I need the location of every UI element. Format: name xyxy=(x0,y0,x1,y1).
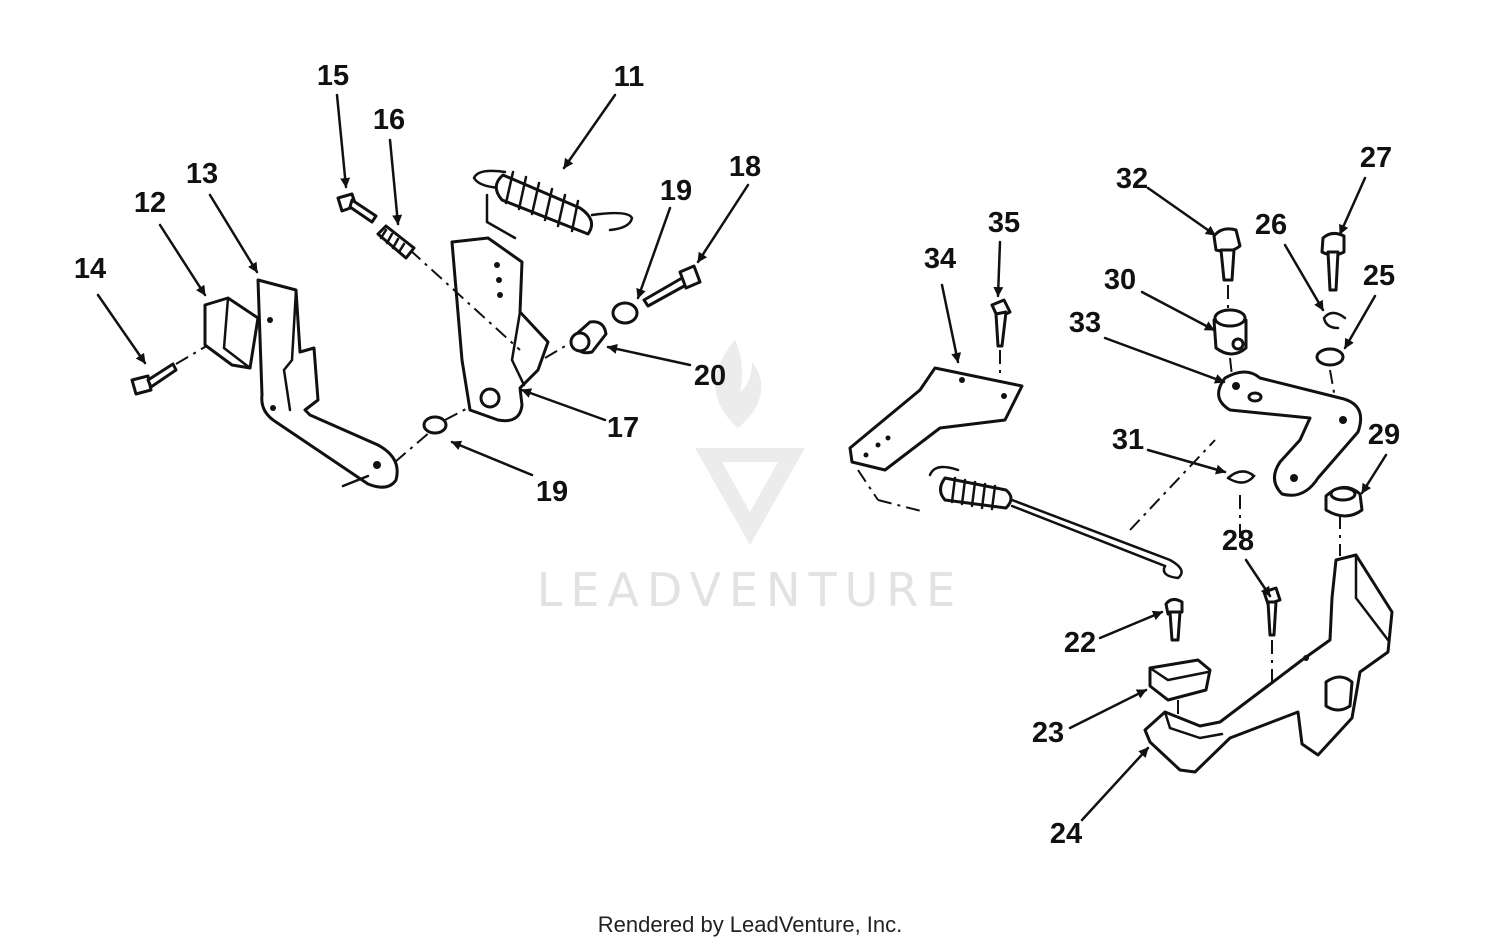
part-20-bushing xyxy=(569,320,608,355)
part-12-bracket xyxy=(203,296,260,370)
part-29-nut xyxy=(1324,486,1364,518)
callout-25: 25 xyxy=(1363,260,1395,292)
callout-19-upper: 19 xyxy=(660,175,692,207)
callout-20: 20 xyxy=(694,360,726,392)
callout-32: 32 xyxy=(1116,163,1148,195)
callout-15: 15 xyxy=(317,60,349,92)
callout-31: 31 xyxy=(1112,424,1144,456)
callout-11: 11 xyxy=(614,61,645,93)
part-18-bolt xyxy=(642,264,702,308)
part-22-pin xyxy=(1164,597,1184,642)
part-11-spring xyxy=(472,169,634,240)
part-13-bracket xyxy=(256,278,399,489)
part-31-clip xyxy=(1226,470,1256,484)
callout-28: 28 xyxy=(1222,525,1254,557)
callout-23: 23 xyxy=(1032,717,1064,749)
callout-17: 17 xyxy=(607,412,639,444)
callout-19-lower: 19 xyxy=(536,476,568,508)
part-16-spring xyxy=(376,224,416,260)
part-26-e-clip xyxy=(1322,311,1347,330)
part-32-bolt xyxy=(1212,227,1242,282)
part-19-washer-lower xyxy=(422,415,448,435)
part-24-bracket xyxy=(1143,553,1394,774)
callout-30: 30 xyxy=(1104,264,1136,296)
part-33-lever xyxy=(1217,370,1363,497)
part-35-pin xyxy=(990,298,1012,348)
part-19-washer-upper xyxy=(611,301,639,325)
part-28-pin xyxy=(1262,586,1282,637)
callout-27: 27 xyxy=(1360,142,1392,174)
callout-29: 29 xyxy=(1368,419,1400,451)
part-34-plate xyxy=(848,366,1024,472)
callout-arrows xyxy=(96,93,1388,822)
callout-24: 24 xyxy=(1050,818,1082,850)
watermark-text: LEADVENTURE xyxy=(537,563,964,617)
footer-credit: Rendered by LeadVenture, Inc. xyxy=(598,912,903,937)
callout-35: 35 xyxy=(988,207,1020,239)
callout-33: 33 xyxy=(1069,307,1101,339)
callout-14: 14 xyxy=(74,253,106,285)
callout-13: 13 xyxy=(186,158,218,190)
part-25-washer xyxy=(1315,347,1345,367)
part-14-bolt xyxy=(130,362,178,396)
callout-34: 34 xyxy=(924,243,956,275)
callout-26: 26 xyxy=(1255,209,1287,241)
tension-spring xyxy=(928,465,1183,580)
callout-12: 12 xyxy=(134,187,166,219)
watermark-logo xyxy=(695,340,805,545)
callout-22: 22 xyxy=(1064,627,1096,659)
part-23-clamp xyxy=(1148,658,1212,702)
part-17-lever xyxy=(450,236,550,423)
part-15-bolt xyxy=(336,192,378,224)
callout-16: 16 xyxy=(373,104,405,136)
part-27-bolt xyxy=(1320,231,1346,292)
callout-18: 18 xyxy=(729,151,761,183)
part-30-collar xyxy=(1212,308,1248,356)
